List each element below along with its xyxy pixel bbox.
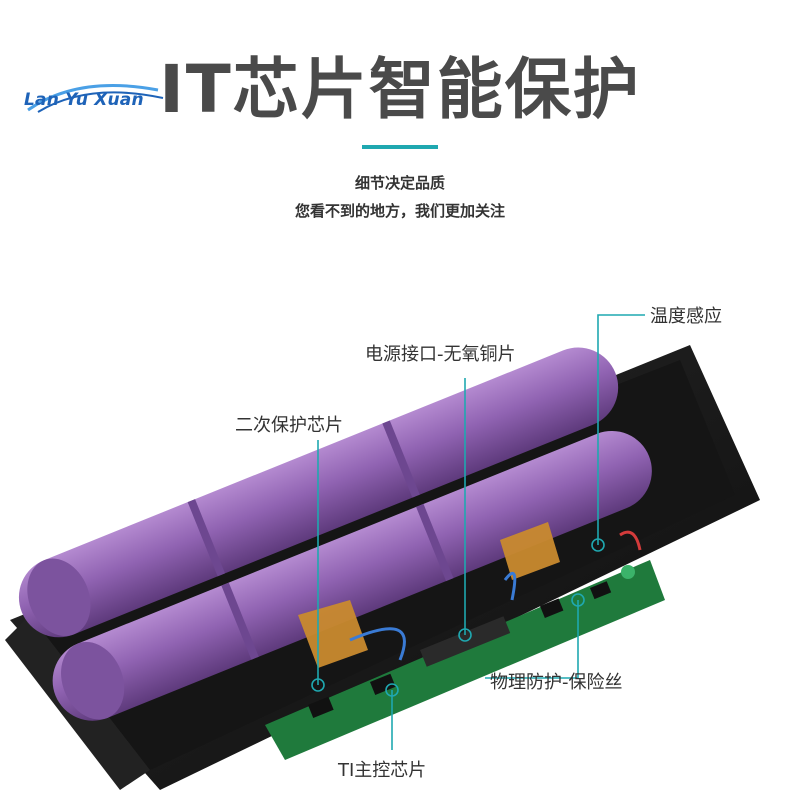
brand-logo-swoosh [27, 84, 164, 113]
title-accent-bar [362, 145, 438, 149]
callout-leaders [311, 314, 645, 750]
callout-temperature-sensing: 温度感应 [650, 306, 722, 327]
callout-power-port: 电源接口-无氧铜片 [365, 344, 516, 365]
insulation-tape [298, 522, 560, 668]
subtitle-line-1: 细节决定品质 [354, 174, 445, 192]
page-title: IT芯片智能保护 [159, 51, 641, 128]
callout-fuse: 物理防护-保险丝 [490, 672, 623, 693]
subtitle-line-2: 您看不到的地方，我们更加关注 [294, 202, 505, 220]
callout-main-chip: TI主控芯片 [338, 760, 427, 781]
brand-logo-text: Lan Yu Xuan [24, 90, 144, 110]
callout-secondary-chip: 二次保护芯片 [235, 415, 343, 436]
wires [349, 530, 642, 661]
protection-pcb [265, 560, 665, 760]
